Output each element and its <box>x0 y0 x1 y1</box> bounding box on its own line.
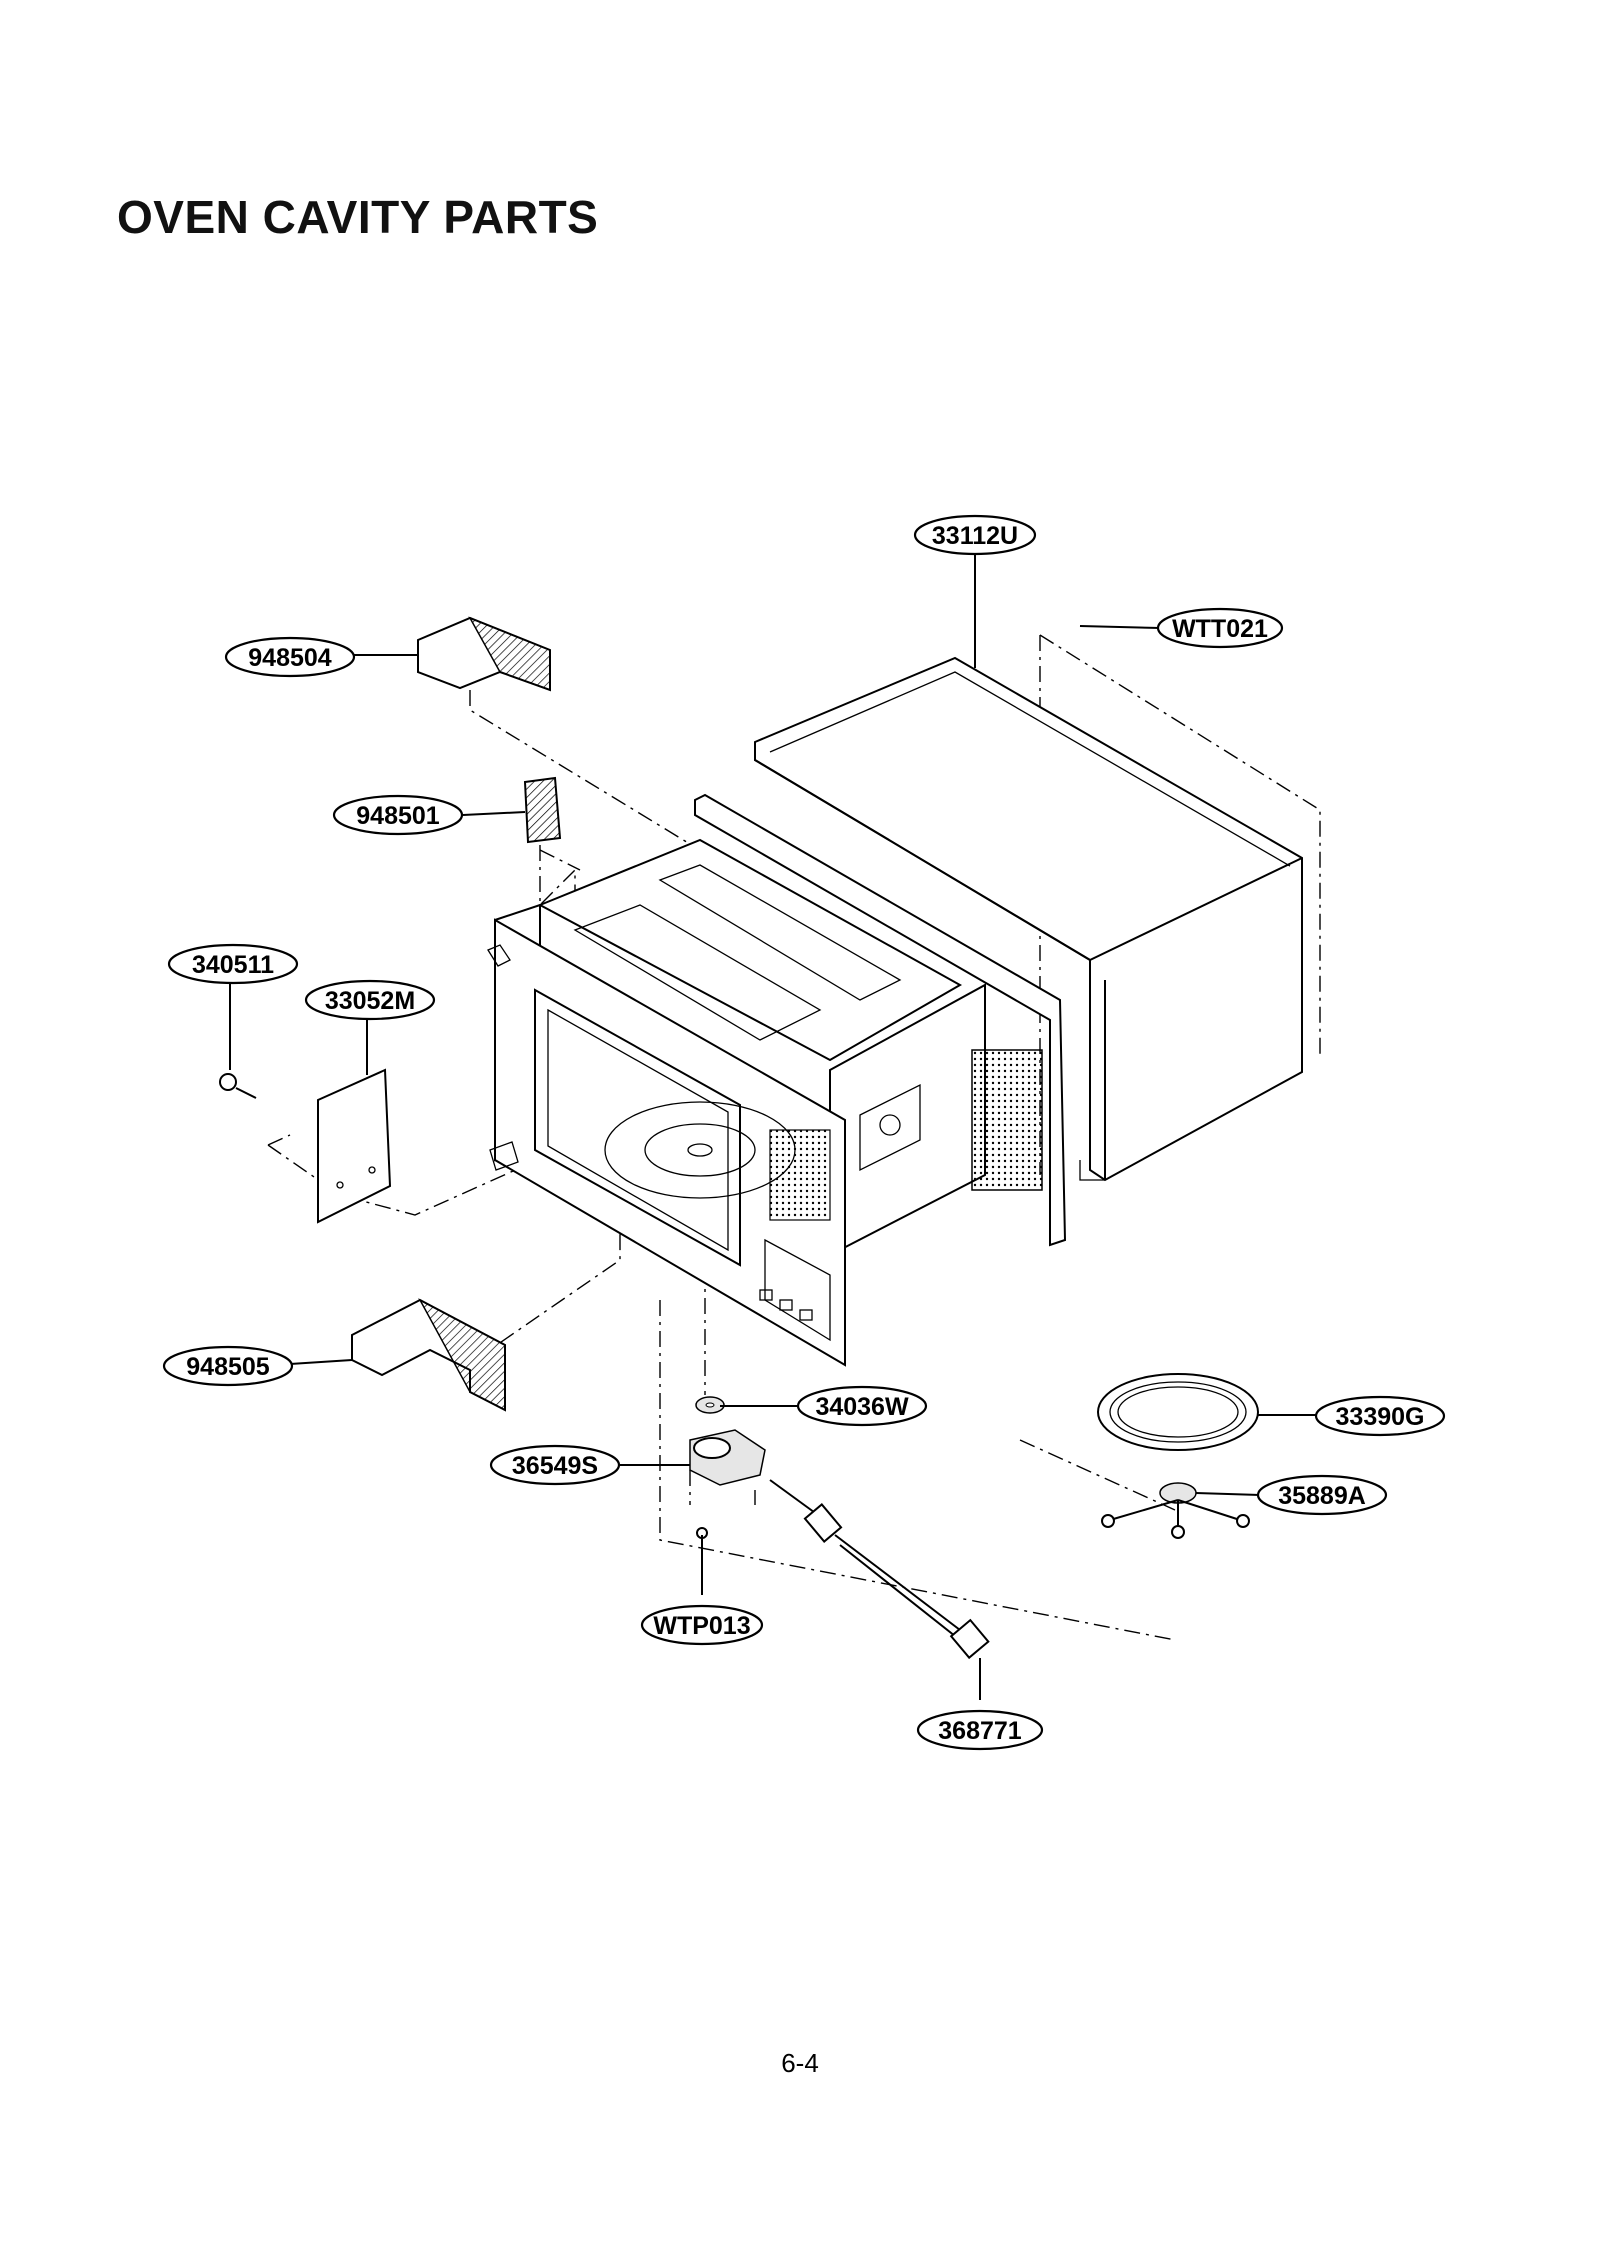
part-label-948504: 948504 <box>248 644 332 672</box>
page-title: OVEN CAVITY PARTS <box>117 191 599 243</box>
part-label-36549S: 36549S <box>512 1452 598 1480</box>
part-label-33052M: 33052M <box>325 987 415 1015</box>
part-balloon-33112U: 33112U <box>913 514 1037 556</box>
part-balloon-36549S: 36549S <box>489 1444 621 1486</box>
part-balloon-34036W: 34036W <box>796 1385 928 1427</box>
part-label-35889A: 35889A <box>1278 1482 1366 1510</box>
part-balloon-948505: 948505 <box>162 1345 294 1387</box>
part-balloon-340511: 340511 <box>167 943 299 985</box>
part-label-34036W: 34036W <box>815 1393 909 1421</box>
part-balloon-33390G: 33390G <box>1314 1395 1446 1437</box>
part-balloon-WTP013: WTP013 <box>640 1604 764 1646</box>
part-balloon-368771: 368771 <box>916 1709 1044 1751</box>
part-label-WTP013: WTP013 <box>653 1612 750 1640</box>
oven-cavity-drawing <box>487 793 1067 1367</box>
page-number: 6-4 <box>781 2048 819 2078</box>
leader-lines <box>229 553 1320 1700</box>
outer-case-drawing <box>754 656 1303 1182</box>
part-label-948501: 948501 <box>356 802 440 830</box>
part-balloon-948504: 948504 <box>224 636 356 678</box>
part-balloon-WTT021: WTT021 <box>1156 607 1284 649</box>
part-balloon-33052M: 33052M <box>304 979 436 1021</box>
part-label-33390G: 33390G <box>1336 1403 1425 1431</box>
part-label-368771: 368771 <box>938 1717 1022 1745</box>
part-balloon-35889A: 35889A <box>1256 1474 1388 1516</box>
part-label-WTT021: WTT021 <box>1172 615 1268 643</box>
part-label-340511: 340511 <box>192 951 274 979</box>
part-balloon-948501: 948501 <box>332 794 464 836</box>
part-label-33112U: 33112U <box>932 522 1018 550</box>
parts-drawings <box>219 616 1259 1660</box>
part-label-948505: 948505 <box>186 1353 270 1381</box>
